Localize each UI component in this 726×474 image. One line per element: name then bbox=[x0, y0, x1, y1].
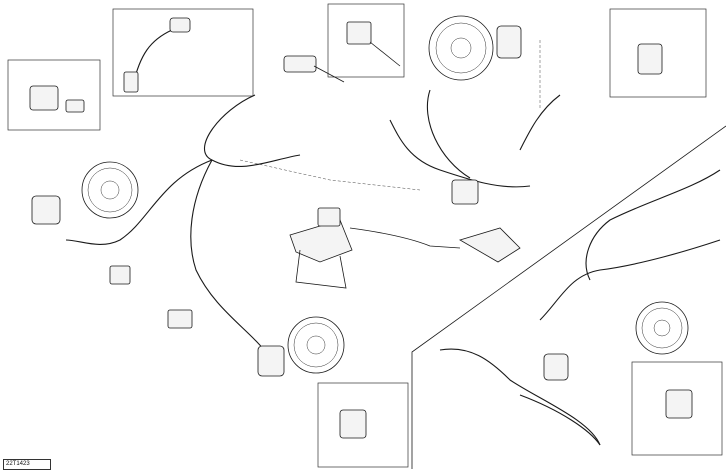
brake-disc-right bbox=[635, 301, 689, 355]
bracket-60 bbox=[167, 309, 193, 329]
brake-disc-center bbox=[287, 316, 345, 374]
hose-rear-mid bbox=[539, 239, 721, 321]
document-id-label: 22T1423 bbox=[3, 459, 51, 470]
hose-40 bbox=[426, 89, 471, 179]
hose-63 bbox=[585, 169, 721, 281]
inset-box-master-cylinder bbox=[112, 8, 254, 97]
brake-disc-left bbox=[81, 161, 139, 219]
bracket-21 bbox=[109, 265, 131, 285]
caliper-front-left bbox=[29, 85, 85, 225]
brake-pedal-33 bbox=[349, 227, 521, 263]
pedal-bracket-70 bbox=[289, 207, 353, 289]
caliper-kit-pads-right bbox=[665, 389, 693, 419]
inset-box-front-caliper-kit bbox=[7, 59, 101, 131]
inset-box-caliper-kit-right bbox=[631, 361, 723, 456]
rear-section-divider bbox=[411, 125, 726, 469]
hose-41 bbox=[519, 394, 601, 446]
inset-box-hand-lever bbox=[327, 3, 405, 78]
master-cylinder-reservoir bbox=[123, 17, 191, 93]
caliper-71 bbox=[543, 353, 569, 381]
inset-box-rear-caliper-kit bbox=[609, 8, 707, 98]
leader-dashed-a bbox=[239, 159, 421, 191]
brake-disc-top bbox=[428, 15, 494, 81]
inset-box-caliper-kit-bottom bbox=[317, 382, 409, 468]
hose-front-left bbox=[65, 159, 213, 245]
hand-lever-assembly bbox=[283, 21, 401, 83]
hose-front-center bbox=[190, 159, 269, 356]
hose-44 bbox=[389, 119, 531, 188]
caliper-55 bbox=[257, 345, 285, 377]
hose-42 bbox=[439, 348, 601, 446]
caliper-kit-pads-bottom bbox=[339, 409, 367, 439]
caliper-top-right bbox=[496, 25, 663, 75]
hose-23 bbox=[519, 94, 561, 151]
caliper-center bbox=[451, 179, 479, 205]
hose-43 bbox=[204, 94, 301, 168]
